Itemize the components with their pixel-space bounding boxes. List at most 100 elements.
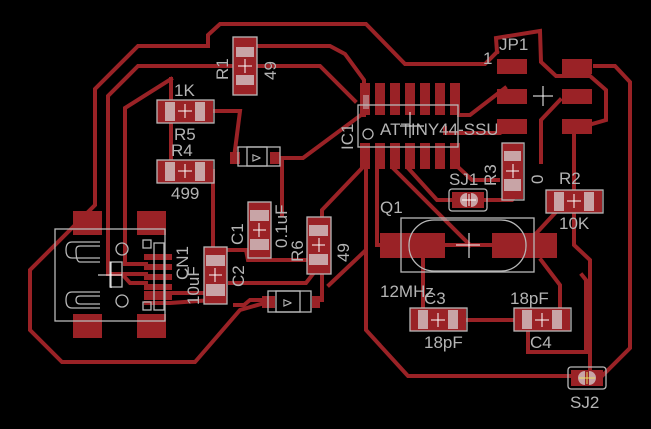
q1-value: 12MHz [380,282,434,301]
ic1-pin [420,143,430,169]
c1-value: 0.1uF [272,205,291,248]
ic1-value: ATTINY44-SSU [380,120,499,139]
trace [390,165,473,248]
jp1-pin [562,89,592,104]
capacitor-c1[interactable]: C1 0.1uF [228,201,291,259]
ic1-pin [435,143,445,169]
header-jp1[interactable]: JP1 1 [483,35,592,134]
c1-label: C1 [228,223,247,245]
resistor-r3[interactable]: R3 0 [481,142,547,201]
led1-pad-c [270,152,280,164]
r5-outline [156,99,215,124]
jp1-pin [562,119,592,134]
ic1-pin [405,143,415,169]
r1-outline [232,36,258,96]
sj1-outline [448,188,488,212]
r4-label: R4 [171,141,193,160]
trace [144,169,215,305]
cn1-marker [142,301,152,311]
c4-label: C4 [530,333,552,352]
cn1-outline [54,228,166,322]
c3-label: C3 [424,289,446,308]
cn1-pin [144,264,172,270]
r5-label: R5 [174,125,196,144]
trace [106,64,157,276]
copper-traces [28,22,632,381]
cn1-pin [144,284,172,290]
solder-jumper-sj2[interactable]: SJ2 [567,366,607,412]
sj1-label: SJ1 [449,170,478,189]
jp1-pin1-label: 1 [483,49,492,68]
q1-body-outline [408,219,527,272]
cn1-shell-outline [65,291,100,309]
solder-jumper-sj1[interactable]: SJ1 [448,170,488,212]
c4-value: 18pF [510,289,549,308]
crystal-q1[interactable]: Q1 12MHz [380,198,557,301]
r1-label: R1 [213,58,232,80]
led-1[interactable]: ⊳ [230,146,281,167]
c2-value: 10uF [184,266,203,305]
q1-outline [400,217,535,273]
trace [593,64,632,381]
trace [28,44,271,364]
led-2[interactable]: ⊳ [262,290,320,313]
cn1-mount-pad [137,314,166,338]
c4-outline [513,307,572,332]
usb-connector-cn1[interactable]: CN1 [54,211,192,338]
cn1-pin [144,294,172,300]
r4-outline [156,159,215,184]
resistor-r4[interactable]: R4 499 [156,141,215,203]
sj2-outline [567,366,607,390]
ic1-outline [357,104,459,148]
q1-label: Q1 [380,198,403,217]
trace [224,248,308,262]
ic1-pins-bottom [360,143,460,169]
c2-outline [203,246,228,305]
ic1-pin [375,143,385,169]
capacitor-c3[interactable]: C3 18pF [409,289,468,352]
cn1-mount-pad [73,211,102,235]
resistor-r6[interactable]: R6 49 [288,216,353,275]
r2-label: R2 [559,169,581,188]
r6-outline [306,216,332,275]
ic-ic1[interactable]: ATTINY44-SSU IC1 [338,83,499,169]
trace [456,165,500,182]
trace [320,161,369,222]
resistor-r1[interactable]: R1 49 [213,36,280,96]
capacitor-c4[interactable]: 18pF C4 [510,289,572,352]
cn1-pin [144,274,172,280]
r5-value: 1K [174,81,195,100]
trace [493,28,608,129]
cn1-shell-outline [65,241,100,263]
c2-label: C2 [229,265,248,287]
r3-outline [501,142,525,201]
r1-value: 49 [261,61,280,80]
trace [153,64,358,104]
r2-value: 10K [559,214,590,233]
resistor-r5[interactable]: 1K R5 [156,81,215,144]
ic1-pins-top [360,83,460,115]
c1-outline [247,201,272,259]
ic1-silk [363,95,369,109]
led1-body-outline [246,146,268,167]
r3-label: R3 [481,164,500,186]
trace [108,272,148,285]
ic1-pin1-marker [362,128,374,140]
trace [539,97,563,164]
r6-label: R6 [288,240,307,262]
cn1-mount-pad [73,314,102,338]
capacitor-c2[interactable]: C2 10uF [184,246,248,305]
trace [206,22,500,66]
cn1-hole [115,294,129,308]
ic1-pin [450,143,460,169]
ic1-pin [435,83,445,115]
resistor-r2[interactable]: R2 10K [545,169,604,233]
cn1-marker [142,239,152,249]
jp1-label: JP1 [499,35,528,54]
led1-pad-a [230,152,240,164]
led2-bg [275,291,312,312]
ic1-pin [375,83,385,115]
r4-value: 499 [171,184,199,203]
trace [572,130,592,370]
